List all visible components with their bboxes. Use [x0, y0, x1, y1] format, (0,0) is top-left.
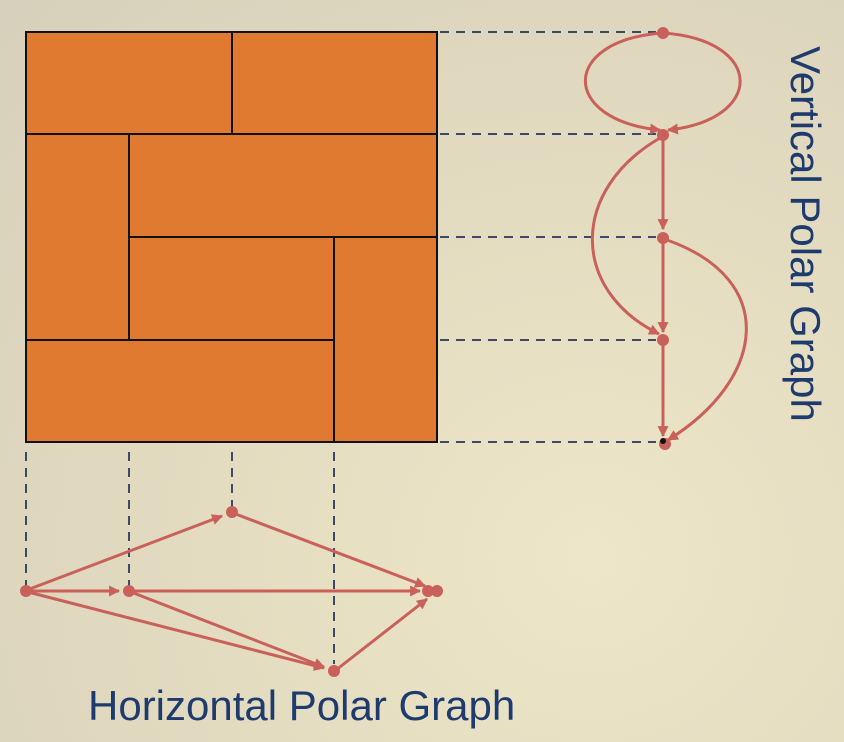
graph-edge: [335, 597, 428, 672]
graph-edge: [130, 590, 326, 669]
graph-node: [422, 585, 434, 597]
graph-edge: [590, 136, 661, 336]
block: [333, 236, 438, 443]
vertical-projection-lines: [25, 452, 335, 664]
graph-node: [431, 585, 443, 597]
graph-node-mark: [660, 438, 666, 444]
block: [128, 236, 335, 341]
floorplan: [25, 31, 438, 443]
vertical-graph-nodes: [657, 27, 671, 450]
block: [231, 31, 438, 135]
graph-node: [226, 506, 238, 518]
graph-edge: [26, 514, 224, 592]
horizontal-projection-lines: [440, 31, 656, 443]
graph-node: [657, 129, 669, 141]
horizontal-graph-label: Horizontal Polar Graph: [88, 682, 516, 729]
vertical-graph-edges: [584, 31, 748, 442]
graph-node: [657, 334, 669, 346]
block: [128, 133, 438, 238]
vertical-graph-label: Vertical Polar Graph: [782, 46, 829, 422]
graph-node: [123, 585, 135, 597]
graph-edge: [27, 590, 326, 671]
graph-node: [328, 665, 340, 677]
block: [25, 31, 233, 135]
graph-node: [657, 27, 669, 39]
graph-edge: [662, 31, 742, 135]
graph-node: [657, 232, 669, 244]
horizontal-graph-edges: [26, 511, 428, 672]
graph-edge: [666, 238, 748, 442]
graph-node: [20, 585, 32, 597]
block: [25, 133, 130, 341]
block: [25, 339, 335, 443]
graph-edge: [232, 511, 427, 588]
horizontal-graph-nodes: [20, 506, 443, 677]
graph-edge: [584, 31, 664, 135]
